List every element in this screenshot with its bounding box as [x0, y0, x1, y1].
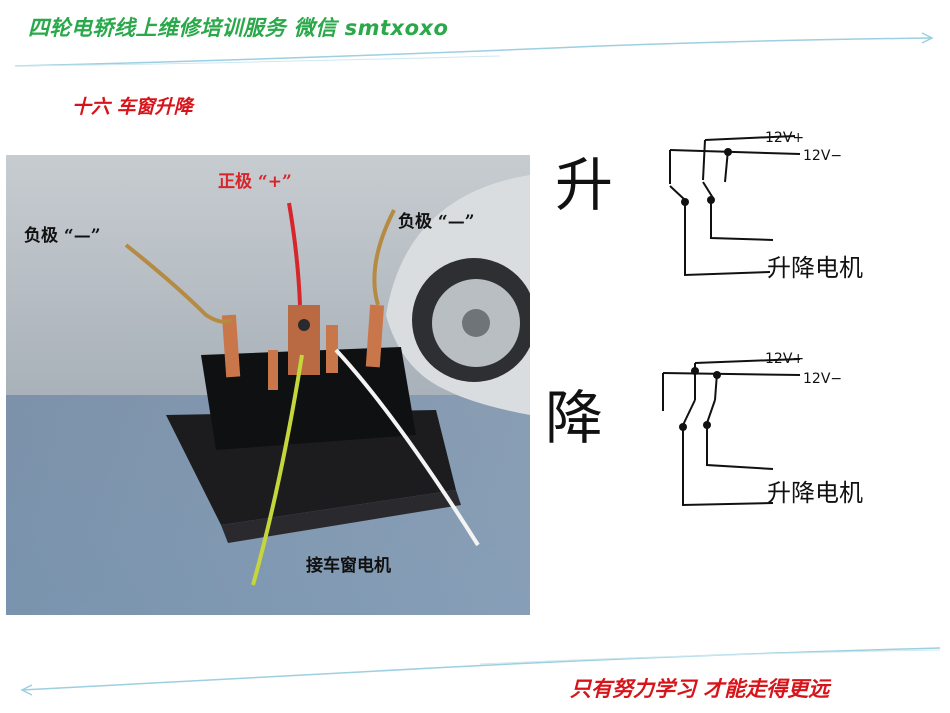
diagram-down-12v-neg: 12V−: [803, 371, 843, 387]
negative-terminal-label-left: 负极 “—”: [24, 226, 101, 246]
diagram-down: 降 12V+ 12V− 升降电机: [545, 345, 940, 525]
switch-photo-illustration: [6, 155, 530, 615]
motor-connection-label: 接车窗电机: [306, 556, 391, 576]
diagram-down-wiring: [662, 358, 801, 507]
switch-photo: 正极 “+” 负极 “—” 负极 “—” 接车窗电机: [6, 155, 530, 615]
header-title: 四轮电轿线上维修培训服务 微信 smtxoxo: [28, 16, 449, 40]
negative-terminal-label-right: 负极 “—”: [398, 212, 475, 232]
section-title: 十六 车窗升降: [72, 96, 193, 118]
diagram-down-motor: 升降电机: [767, 479, 863, 507]
diagram-down-char: 降: [545, 384, 604, 452]
positive-terminal-label: 正极 “+”: [218, 172, 292, 192]
diagram-up-wiring: [669, 135, 801, 277]
diagram-up-motor: 升降电机: [767, 254, 863, 282]
diagram-up: 升 12V+ 12V− 升降电机: [545, 120, 940, 300]
diagram-up-12v-neg: 12V−: [803, 148, 843, 164]
diagram-up-char: 升: [555, 151, 614, 219]
footer-motto: 只有努力学习 才能走得更远: [570, 677, 830, 701]
diagram-up-12v-pos: 12V+: [765, 130, 805, 146]
